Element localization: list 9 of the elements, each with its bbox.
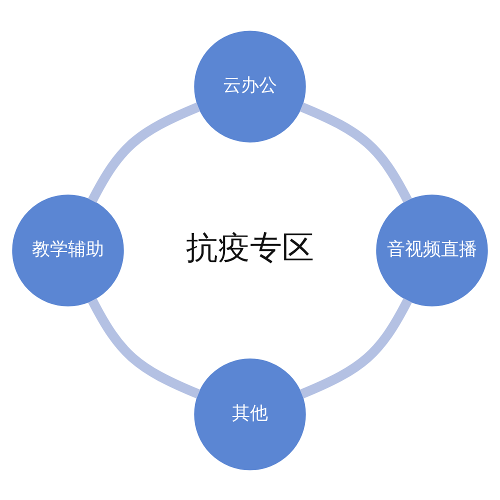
node-circle: 云办公	[194, 30, 306, 142]
node-circle: 教学辅助	[12, 194, 124, 306]
connector	[88, 102, 200, 202]
label: 抗疫专区	[186, 230, 314, 265]
node-circle: 音视频直播	[376, 194, 488, 306]
connector	[88, 298, 200, 398]
connector	[300, 102, 412, 202]
node-circle: 其他	[194, 358, 306, 470]
connector	[300, 298, 412, 398]
